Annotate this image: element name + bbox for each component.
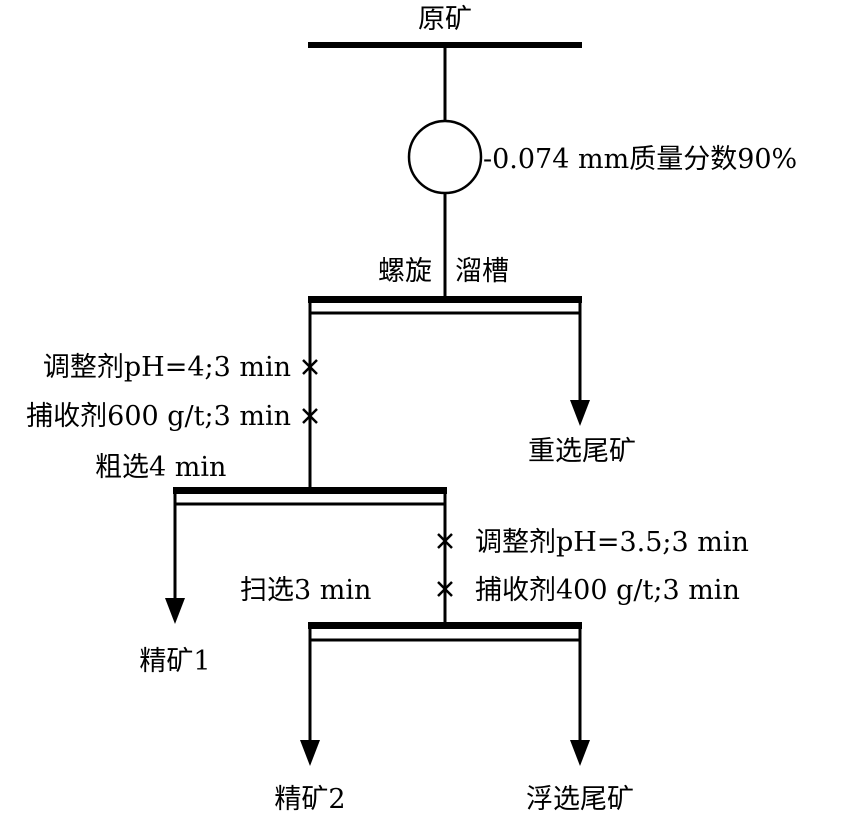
flotation-tailings-label: 浮选尾矿: [526, 784, 634, 813]
rougher-reagent1-label: 调整剂pH=4;3 min: [43, 352, 291, 383]
arrow-icon: [300, 740, 320, 766]
arrow-icon: [570, 740, 590, 766]
rougher-reagent2-label: 捕收剂600 g/t;3 min: [26, 401, 291, 432]
scavenger-reagent1-label: 调整剂pH=3.5;3 min: [475, 527, 749, 558]
spiral-label-right: 溜槽: [455, 256, 509, 287]
feed-label: 原矿: [418, 4, 472, 35]
x-mark-icon: [302, 408, 318, 424]
scavenger-reagent2-label: 捕收剂400 g/t;3 min: [475, 575, 740, 606]
x-mark-icon: [302, 359, 318, 375]
gravity-tailings-label: 重选尾矿: [528, 436, 636, 467]
concentrate2-label: 精矿2: [274, 784, 345, 813]
grinding-circle: [407, 119, 483, 195]
arrow-icon: [165, 598, 185, 624]
x-mark-icon: [437, 581, 453, 597]
arrow-icon: [570, 400, 590, 426]
feed-bar: [308, 42, 582, 48]
concentrate1-label: 精矿1: [139, 646, 210, 677]
rougher-label: 粗选4 min: [95, 452, 226, 483]
spiral-label-left: 螺旋: [378, 256, 432, 287]
grinding-label: -0.074 mm质量分数90%: [483, 144, 797, 175]
scavenger-cell: [300, 622, 590, 766]
scavenger-label: 扫选3 min: [240, 575, 371, 606]
spiral-cell: [308, 296, 590, 488]
rougher-cell: [165, 487, 447, 624]
x-mark-icon: [437, 533, 453, 549]
